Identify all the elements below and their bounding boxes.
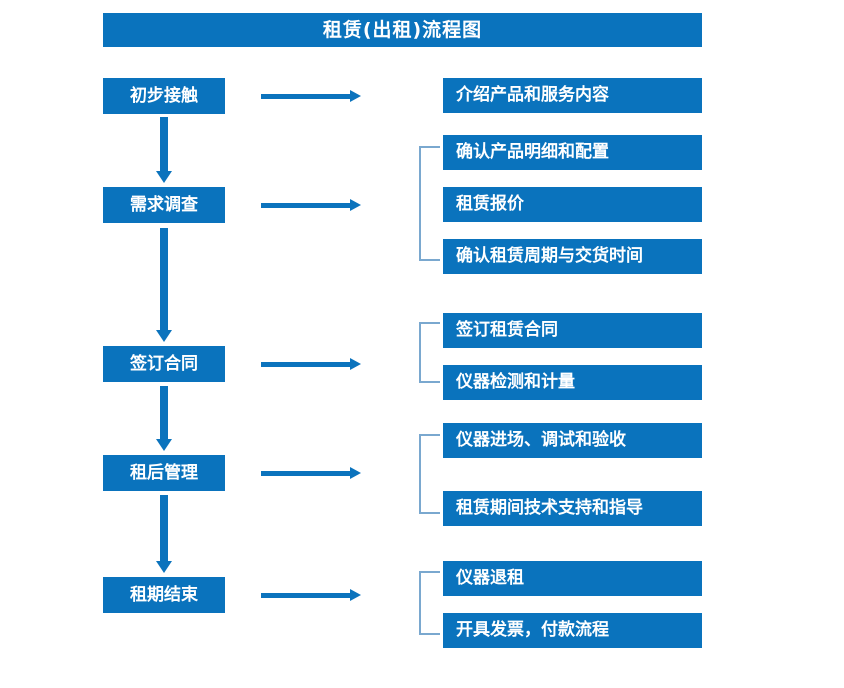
detail-node-2-label: 确认产品明细和配置 (456, 142, 609, 162)
detail-node-7[interactable]: 仪器进场、调试和验收 (443, 423, 702, 458)
detail-node-5[interactable]: 签订租赁合同 (443, 313, 702, 348)
arrow-head-right-icon (350, 467, 361, 479)
arrow-down-stage-1-to-2 (156, 117, 172, 183)
detail-node-6[interactable]: 仪器检测和计量 (443, 365, 702, 400)
detail-node-8-label: 租赁期间技术支持和指导 (456, 498, 643, 518)
detail-node-9-label: 仪器退租 (456, 568, 524, 588)
detail-node-2[interactable]: 确认产品明细和配置 (443, 135, 702, 170)
detail-node-3[interactable]: 租赁报价 (443, 187, 702, 222)
arrow-down-stage-3-to-4 (156, 386, 172, 451)
stage-node-5[interactable]: 租期结束 (103, 577, 225, 613)
arrow-shaft (261, 471, 351, 476)
detail-node-1[interactable]: 介绍产品和服务内容 (443, 78, 702, 113)
page-title: 租赁(出租)流程图 (322, 18, 483, 41)
detail-node-7-label: 仪器进场、调试和验收 (456, 430, 626, 450)
arrow-head-down-icon (156, 171, 172, 183)
detail-node-8[interactable]: 租赁期间技术支持和指导 (443, 491, 702, 526)
detail-node-1-label: 介绍产品和服务内容 (456, 85, 609, 105)
arrow-shaft (261, 94, 351, 99)
stage-node-2-label: 需求调查 (130, 194, 198, 215)
arrow-head-down-icon (156, 439, 172, 451)
detail-node-4-label: 确认租赁周期与交货时间 (456, 246, 643, 266)
arrow-head-right-icon (350, 589, 361, 601)
detail-node-3-label: 租赁报价 (456, 194, 524, 214)
detail-node-6-label: 仪器检测和计量 (456, 372, 575, 392)
detail-node-4[interactable]: 确认租赁周期与交货时间 (443, 239, 702, 274)
arrow-head-down-icon (156, 561, 172, 573)
arrow-down-stage-4-to-5 (156, 495, 172, 573)
arrow-shaft (261, 593, 351, 598)
arrow-right-stage-4 (261, 466, 361, 480)
stage-node-3-label: 签订合同 (130, 353, 198, 374)
arrow-head-right-icon (350, 358, 361, 370)
arrow-head-down-icon (156, 330, 172, 342)
group-bracket-3 (419, 322, 440, 383)
arrow-head-right-icon (350, 90, 361, 102)
diagram-title-bar: 租赁(出租)流程图 (103, 13, 702, 47)
stage-node-4[interactable]: 租后管理 (103, 455, 225, 491)
arrow-shaft (160, 386, 168, 439)
arrow-right-stage-3 (261, 357, 361, 371)
arrow-shaft (160, 117, 168, 171)
group-bracket-5 (419, 571, 440, 635)
arrow-right-stage-1 (261, 89, 361, 103)
group-bracket-2 (419, 146, 440, 261)
stage-node-5-label: 租期结束 (130, 584, 198, 605)
arrow-shaft (160, 228, 168, 330)
detail-node-10[interactable]: 开具发票，付款流程 (443, 613, 702, 648)
arrow-down-stage-2-to-3 (156, 228, 172, 342)
stage-node-3[interactable]: 签订合同 (103, 346, 225, 382)
stage-node-4-label: 租后管理 (130, 462, 198, 483)
stage-node-1-label: 初步接触 (130, 85, 198, 106)
stage-node-2[interactable]: 需求调查 (103, 187, 225, 223)
arrow-head-right-icon (350, 199, 361, 211)
arrow-shaft (261, 362, 351, 367)
arrow-shaft (261, 203, 351, 208)
arrow-shaft (160, 495, 168, 561)
detail-node-9[interactable]: 仪器退租 (443, 561, 702, 596)
detail-node-10-label: 开具发票，付款流程 (456, 620, 609, 640)
arrow-right-stage-2 (261, 198, 361, 212)
group-bracket-4 (419, 434, 440, 514)
detail-node-5-label: 签订租赁合同 (456, 320, 558, 340)
stage-node-1[interactable]: 初步接触 (103, 78, 225, 114)
arrow-right-stage-5 (261, 588, 361, 602)
